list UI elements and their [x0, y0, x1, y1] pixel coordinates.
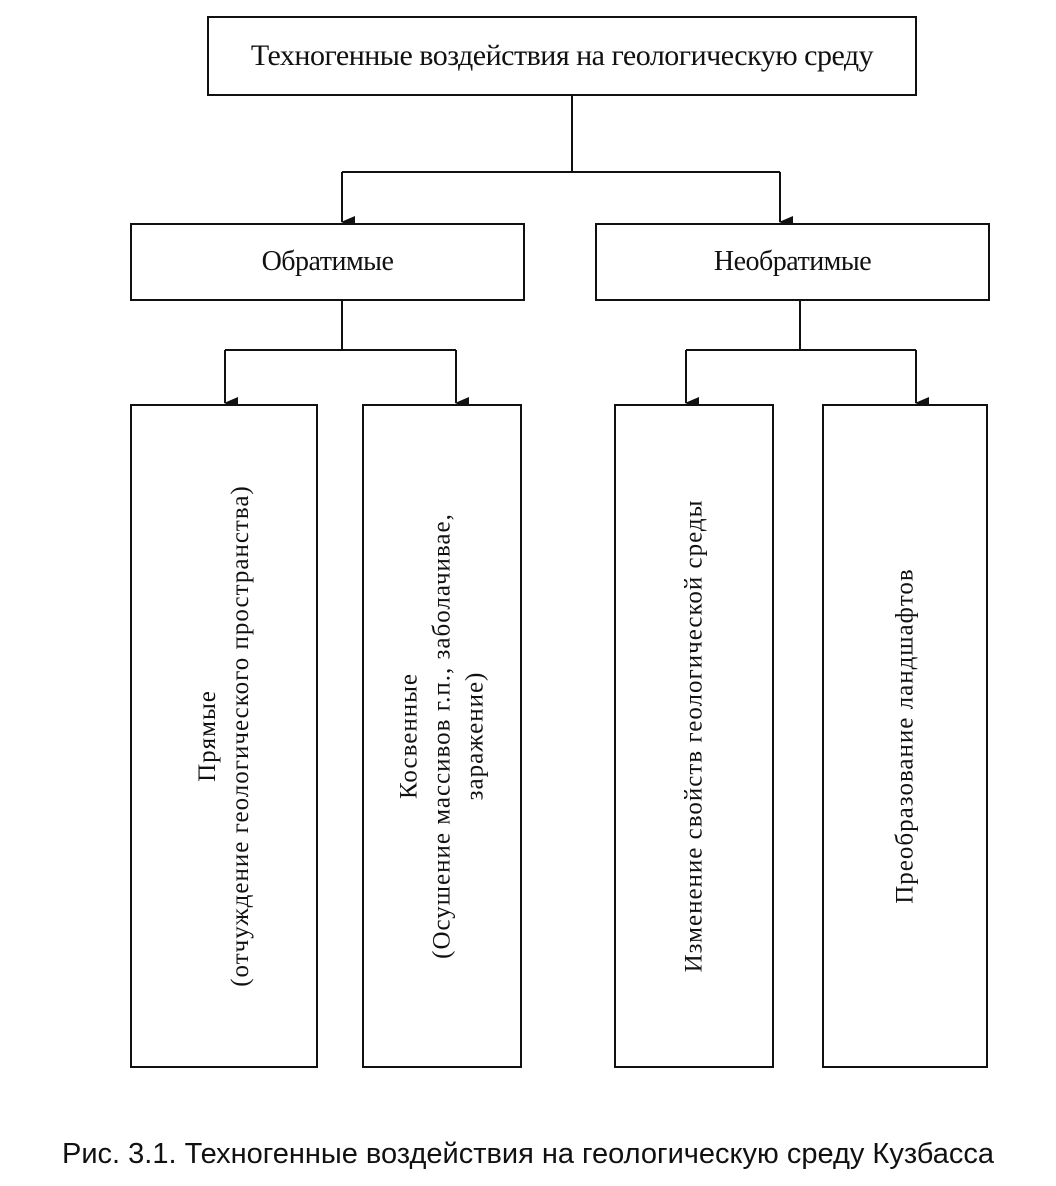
irreversible-node: Необратимые [595, 223, 990, 301]
reversible-node: Обратимые [130, 223, 525, 301]
figure-caption: Рис. 3.1. Техногенные воздействия на гео… [61, 1138, 994, 1170]
root-node-label: Техногенные воздействия на геологическую… [250, 39, 874, 72]
indirect-node: Косвенные (Осушение массивов г.п., забол… [362, 404, 522, 1068]
indirect-node-title: Косвенные [395, 672, 423, 800]
direct-node-text: Прямые (отчуждение геологического простр… [191, 485, 257, 987]
landscape-node: Преобразование ландшафтов [822, 404, 988, 1068]
connector-lines [224, 96, 929, 409]
reversible-node-label: Обратимые [261, 246, 394, 277]
hierarchy-diagram: Техногенные воздействия на геологическую… [130, 16, 990, 1068]
root-node: Техногенные воздействия на геологическую… [207, 16, 917, 96]
landscape-node-label: Преобразование ландшафтов [891, 568, 919, 904]
indirect-node-detail-line1: (Осушение массивов г.п., заболачивае, [428, 513, 456, 959]
irreversible-node-label: Необратимые [713, 246, 872, 277]
indirect-node-detail-line2: заражение) [461, 671, 489, 801]
direct-node-title: Прямые [194, 690, 221, 782]
property-change-node-text: Изменение свойств геологической среды [678, 500, 711, 973]
direct-node-detail: (отчуждение геологического пространства) [227, 485, 254, 987]
direct-node: Прямые (отчуждение геологического простр… [130, 404, 318, 1068]
landscape-node-text: Преобразование ландшафтов [889, 568, 922, 904]
indirect-node-text: Косвенные (Осушение массивов г.п., забол… [393, 513, 492, 959]
property-change-node: Изменение свойств геологической среды [614, 404, 774, 1068]
property-change-node-label: Изменение свойств геологической среды [680, 499, 708, 973]
